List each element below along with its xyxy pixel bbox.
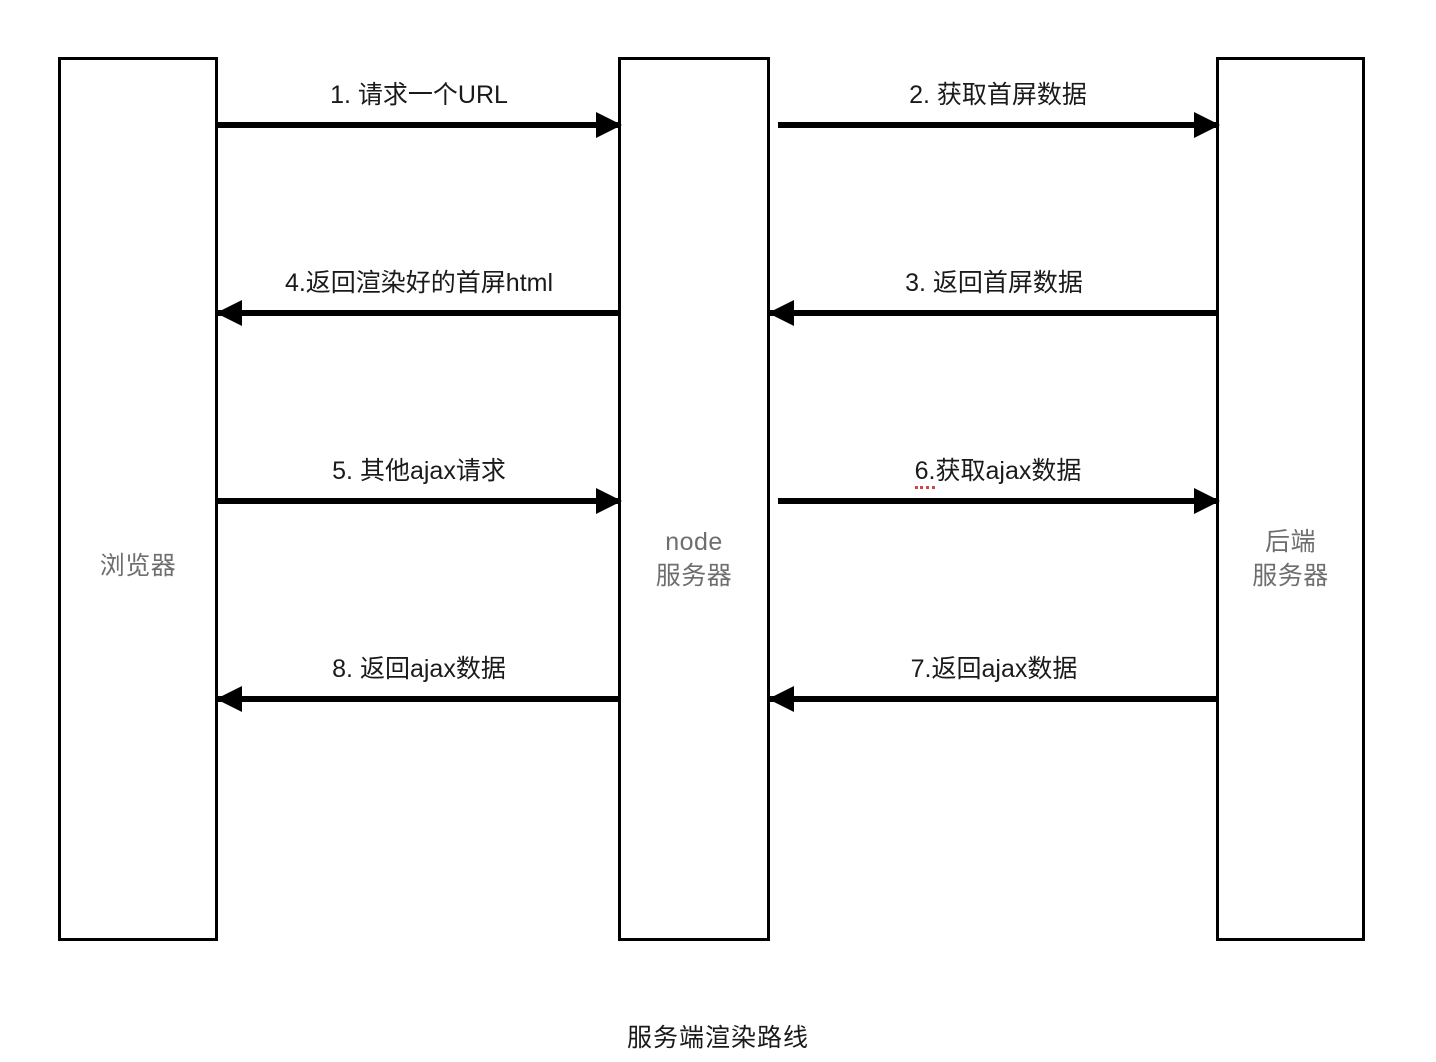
message-2-line — [778, 122, 1218, 128]
message-1-label: 1. 请求一个URL — [330, 81, 508, 109]
message-1-arrowhead-icon — [596, 112, 622, 138]
message-3-line — [770, 310, 1218, 316]
message-8-line — [218, 696, 620, 702]
message-8-arrowhead-icon — [216, 686, 242, 712]
lifeline-label-backend-server: 后端 服务器 — [1252, 528, 1329, 590]
lifeline-node-server[interactable]: node 服务器 — [618, 57, 770, 941]
message-4-arrowhead-icon — [216, 300, 242, 326]
message-5-line — [218, 498, 620, 504]
spellcheck-underline: 6. — [914, 457, 936, 489]
message-4-line — [218, 310, 620, 316]
message-2-arrowhead-icon — [1194, 112, 1220, 138]
message-7-line — [770, 696, 1218, 702]
message-3-label: 3. 返回首屏数据 — [905, 269, 1083, 297]
lifeline-backend-server[interactable]: 后端 服务器 — [1216, 57, 1365, 941]
message-4-label: 4.返回渲染好的首屏html — [284, 269, 554, 297]
lifeline-label-node-server: node 服务器 — [655, 528, 733, 590]
message-6-label: 6.获取ajax数据 — [778, 455, 1218, 489]
message-7-label: 7.返回ajax数据 — [910, 655, 1078, 683]
message-6-arrowhead-icon — [1194, 488, 1220, 514]
message-3-arrowhead-icon — [768, 300, 794, 326]
message-2-label: 2. 获取首屏数据 — [909, 81, 1087, 109]
lifeline-label-browser: 浏览器 — [99, 552, 177, 580]
message-6-label-text: 获取ajax数据 — [935, 457, 1082, 485]
message-8-label: 8. 返回ajax数据 — [332, 655, 506, 683]
message-1-line — [218, 122, 620, 128]
message-6-line — [778, 498, 1218, 504]
message-5-label: 5. 其他ajax请求 — [332, 457, 506, 485]
lifeline-browser[interactable]: 浏览器 — [58, 57, 218, 941]
diagram-caption: 服务端渲染路线 — [626, 1024, 809, 1052]
message-5-arrowhead-icon — [596, 488, 622, 514]
message-7-arrowhead-icon — [768, 686, 794, 712]
